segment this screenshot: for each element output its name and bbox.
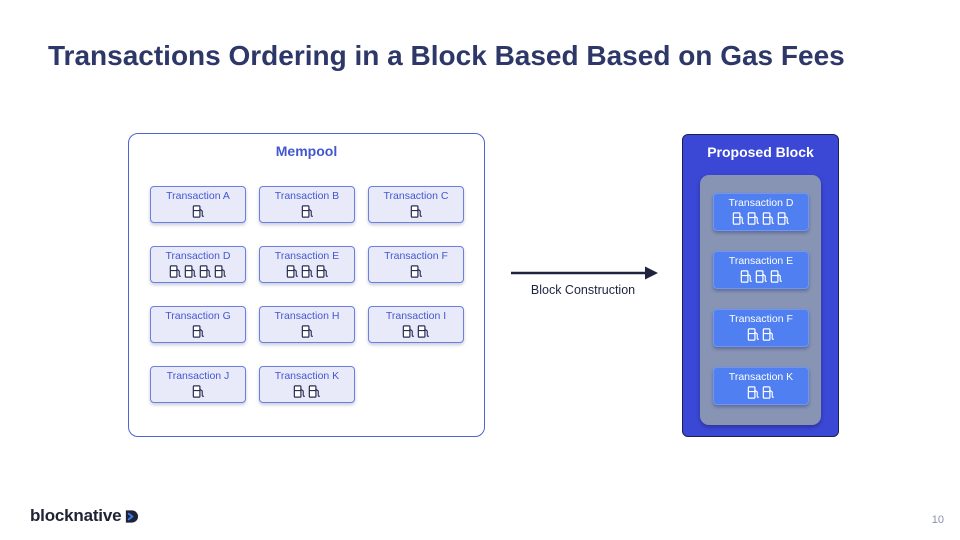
mempool-transaction-h: Transaction H bbox=[259, 306, 355, 343]
gas-pump-icon bbox=[746, 211, 761, 226]
gas-pump-icon bbox=[746, 327, 761, 342]
transaction-label: Transaction D bbox=[165, 250, 231, 262]
gas-fee-icons bbox=[260, 324, 354, 340]
proposed-block-title: Proposed Block bbox=[707, 144, 814, 160]
gas-pump-icon bbox=[761, 327, 776, 342]
gas-pump-icon bbox=[292, 384, 307, 399]
gas-pump-icon bbox=[761, 211, 776, 226]
blocknative-logo: blocknative bbox=[30, 506, 139, 526]
transaction-label: Transaction J bbox=[166, 370, 230, 382]
mempool-transaction-g: Transaction G bbox=[150, 306, 246, 343]
gas-fee-icons bbox=[151, 384, 245, 400]
page-title: Transactions Ordering in a Block Based B… bbox=[48, 40, 845, 71]
gas-pump-icon bbox=[769, 269, 784, 284]
transaction-label: Transaction C bbox=[383, 190, 449, 202]
mempool-transaction-e: Transaction E bbox=[259, 246, 355, 283]
gas-pump-icon bbox=[401, 324, 416, 339]
gas-pump-icon bbox=[416, 324, 431, 339]
gas-pump-icon bbox=[191, 204, 206, 219]
mempool-transaction-i: Transaction I bbox=[368, 306, 464, 343]
transaction-label: Transaction B bbox=[274, 190, 340, 202]
gas-pump-icon bbox=[776, 211, 791, 226]
gas-fee-icons bbox=[369, 264, 463, 280]
gas-pump-icon bbox=[761, 385, 776, 400]
transaction-label: Transaction F bbox=[729, 313, 793, 325]
gas-pump-icon bbox=[731, 211, 746, 226]
gas-pump-icon bbox=[213, 264, 228, 279]
block-transaction-f: Transaction F bbox=[713, 309, 809, 347]
mempool-transaction-k: Transaction K bbox=[259, 366, 355, 403]
gas-pump-icon bbox=[739, 269, 754, 284]
mempool-title: Mempool bbox=[275, 143, 338, 159]
block-construction-arrow bbox=[511, 266, 658, 280]
gas-fee-icons bbox=[714, 211, 808, 227]
block-construction-label: Block Construction bbox=[530, 283, 636, 297]
gas-fee-icons bbox=[714, 269, 808, 285]
block-transaction-d: Transaction D bbox=[713, 193, 809, 231]
gas-fee-icons bbox=[260, 204, 354, 220]
gas-fee-icons bbox=[369, 324, 463, 340]
block-transaction-k: Transaction K bbox=[713, 367, 809, 405]
gas-pump-icon bbox=[300, 264, 315, 279]
transaction-label: Transaction I bbox=[385, 310, 447, 322]
transaction-label: Transaction E bbox=[274, 250, 340, 262]
gas-pump-icon bbox=[300, 324, 315, 339]
gas-fee-icons bbox=[260, 264, 354, 280]
gas-pump-icon bbox=[746, 385, 761, 400]
blocknative-logo-icon bbox=[126, 509, 139, 523]
gas-pump-icon bbox=[300, 204, 315, 219]
mempool-transaction-c: Transaction C bbox=[368, 186, 464, 223]
gas-fee-icons bbox=[151, 324, 245, 340]
gas-fee-icons bbox=[260, 384, 354, 400]
transaction-label: Transaction K bbox=[728, 371, 794, 383]
mempool-panel: Mempool Transaction A Transaction B Tran… bbox=[128, 133, 485, 437]
mempool-transaction-d: Transaction D bbox=[150, 246, 246, 283]
transaction-label: Transaction G bbox=[165, 310, 231, 322]
mempool-transaction-b: Transaction B bbox=[259, 186, 355, 223]
gas-pump-icon bbox=[198, 264, 213, 279]
mempool-transaction-j: Transaction J bbox=[150, 366, 246, 403]
transaction-label: Transaction F bbox=[384, 250, 448, 262]
gas-fee-icons bbox=[714, 327, 808, 343]
gas-pump-icon bbox=[754, 269, 769, 284]
gas-fee-icons bbox=[151, 204, 245, 220]
gas-fee-icons bbox=[714, 385, 808, 401]
gas-pump-icon bbox=[191, 324, 206, 339]
proposed-block-panel: Proposed Block Transaction D Transaction… bbox=[682, 134, 839, 437]
transaction-label: Transaction D bbox=[728, 197, 794, 209]
gas-pump-icon bbox=[307, 384, 322, 399]
mempool-transaction-a: Transaction A bbox=[150, 186, 246, 223]
transaction-label: Transaction E bbox=[728, 255, 794, 267]
gas-fee-icons bbox=[151, 264, 245, 280]
page-number: 10 bbox=[931, 514, 944, 526]
transaction-label: Transaction K bbox=[274, 370, 340, 382]
block-transaction-stack: Transaction D Transaction E Transaction … bbox=[700, 175, 821, 425]
gas-pump-icon bbox=[183, 264, 198, 279]
gas-pump-icon bbox=[409, 264, 424, 279]
gas-fee-icons bbox=[369, 204, 463, 220]
gas-pump-icon bbox=[191, 384, 206, 399]
transaction-label: Transaction A bbox=[166, 190, 230, 202]
gas-pump-icon bbox=[409, 204, 424, 219]
mempool-transaction-f: Transaction F bbox=[368, 246, 464, 283]
gas-pump-icon bbox=[315, 264, 330, 279]
gas-pump-icon bbox=[285, 264, 300, 279]
transaction-label: Transaction H bbox=[274, 310, 340, 322]
logo-text: blocknative bbox=[30, 506, 122, 525]
block-transaction-e: Transaction E bbox=[713, 251, 809, 289]
gas-pump-icon bbox=[168, 264, 183, 279]
